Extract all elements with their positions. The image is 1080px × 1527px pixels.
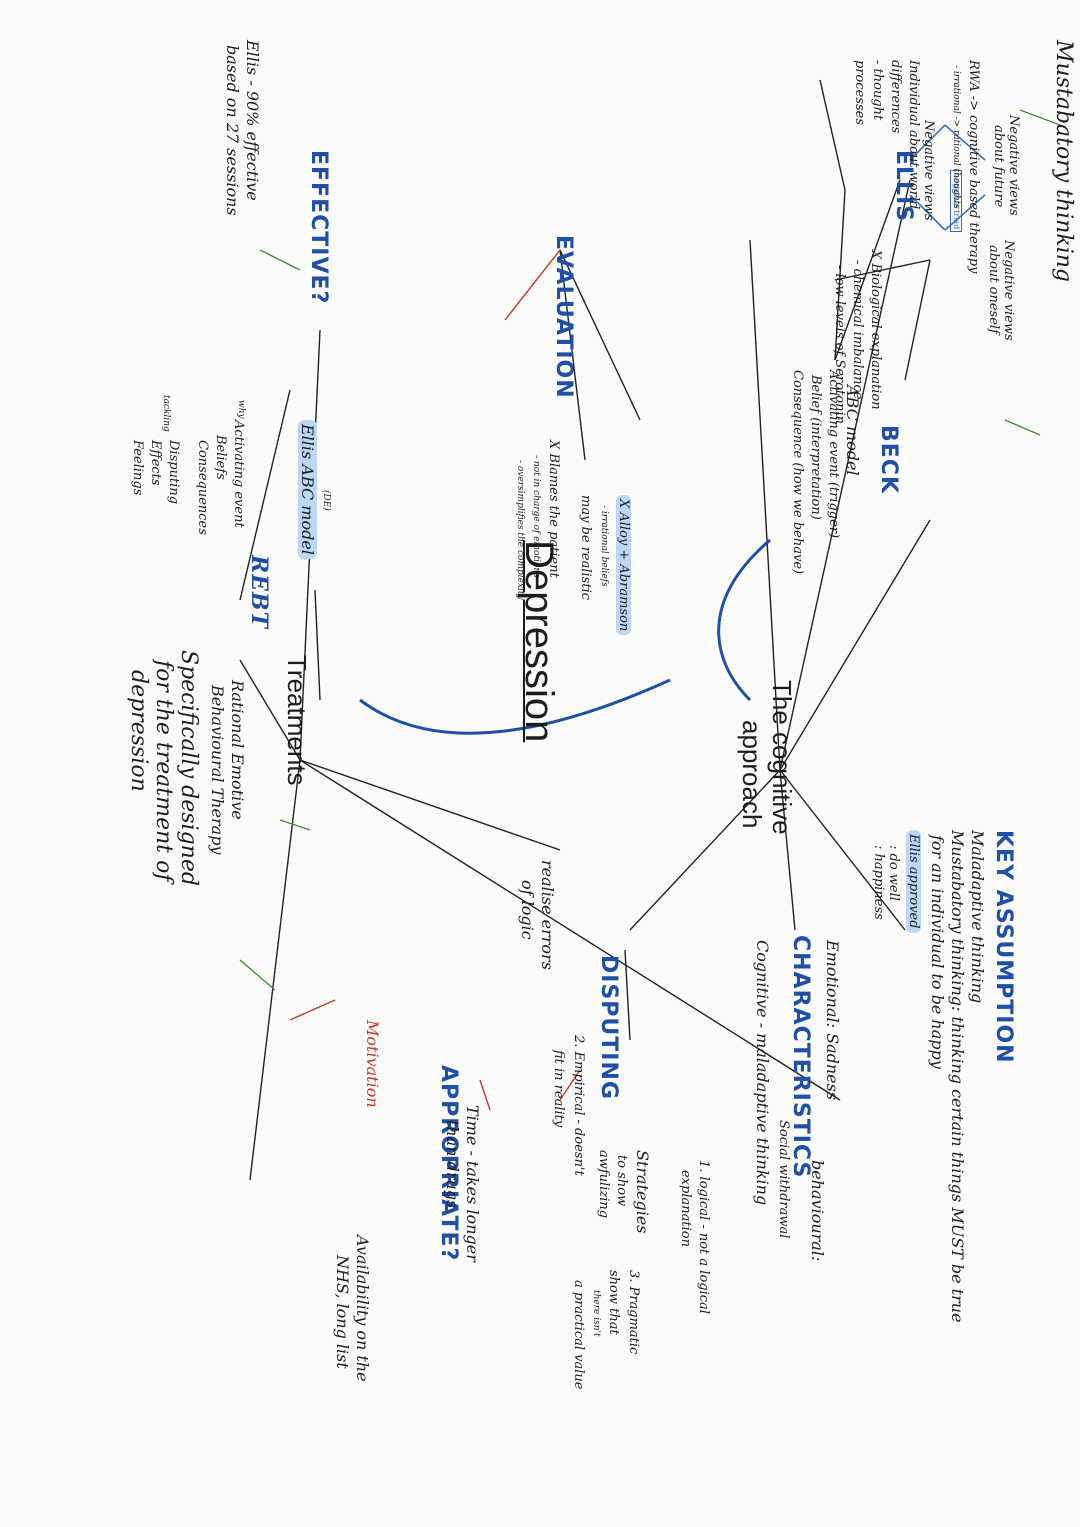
appropriate-motivation: Motivation [363, 1020, 382, 1108]
treat-tackling: tackling [161, 395, 171, 432]
key-assumption-line3: for an individual to be happy [928, 835, 947, 1069]
disputing-empirical-2: fit in reality [551, 1050, 566, 1128]
beck-world-2: about world [906, 130, 921, 210]
disputing-heading: DISPUTING [596, 955, 621, 1100]
treat-d: Disputing [166, 440, 181, 505]
disputing-empirical-1: 2. Empirical - doesn't [571, 1035, 586, 1176]
treat-ellis-abc: Ellis ABC model [298, 420, 317, 559]
eval-indiv-2: differences [888, 60, 903, 134]
disputing-to-show: to show [614, 1155, 629, 1207]
treat-spec-3: depression [126, 670, 151, 792]
effective-ellis-1: Ellis - 90% effective [243, 40, 262, 201]
disputing-of-logic: of logic [518, 880, 537, 940]
beck-self-1: Negative views [1001, 240, 1016, 341]
key-assumption-line5: : do well [886, 845, 901, 901]
treat-rebt-full-1: Rational Emotive [228, 680, 247, 820]
beck-future-1: Negative views [1006, 115, 1021, 216]
eval-blames-1: X Blames the patient [546, 440, 561, 578]
eval-indiv-1: Individual [906, 60, 921, 127]
appropriate-time-2: than drugs [443, 1120, 462, 1209]
disputing-practical: a practical value [571, 1280, 586, 1390]
eval-alloy-3: may be realistic [578, 495, 593, 601]
center-title: The cognitive [767, 680, 797, 835]
char-emotional: Emotional: Sadness [823, 940, 842, 1101]
treat-abcde: (DE) [321, 490, 331, 511]
treat-a: Activating event [231, 420, 246, 528]
eval-alloy: X Alloy + Abramson [616, 495, 631, 636]
disputing-realise: realise errors [538, 860, 557, 970]
treat-spec-2: for the treatment of [151, 660, 176, 882]
disputing-there-isnt: there isn't [591, 1290, 601, 1337]
eval-rwa-2: - irrational -> rational thoughts [951, 65, 961, 209]
eval-indiv-3: - thought [870, 60, 885, 121]
treat-c: Consequences [195, 440, 210, 535]
beck-heading: BECK [876, 425, 901, 494]
key-assumption-line4: Ellis approved [906, 830, 921, 933]
disputing-logical-1: 1. logical - not a logical [696, 1160, 711, 1314]
beck-self-2: about oneself [986, 245, 1001, 334]
ellis-top-title: Mustabatory thinking [1051, 40, 1076, 282]
eval-blames-2: - not in charge of emotions [531, 455, 541, 578]
char-social: Social withdrawal [776, 1120, 791, 1239]
appropriate-time-1: Time - takes longer [463, 1105, 482, 1262]
disputing-logical-2: explanation [678, 1170, 693, 1247]
eval-bio-2: - chemical imbalance [850, 260, 865, 400]
beck-future-2: about future [991, 125, 1006, 208]
eval-blames-3: - oversimplifies the complexity [515, 460, 525, 600]
key-assumption-line6: : happiness [871, 845, 886, 920]
disputing-awfulizing: awfulizing [596, 1150, 611, 1219]
char-cognitive: Cognitive - maladaptive thinking [753, 940, 772, 1206]
treat-b: Beliefs [213, 435, 228, 480]
evaluation-heading: EVALUATION [551, 235, 576, 399]
key-assumption-heading: KEY ASSUMPTION [991, 830, 1016, 1064]
ellis-abc-highlight: Ellis ABC model [298, 420, 317, 559]
treat-f: Feelings [130, 440, 145, 496]
char-behavioural: behavioural: [808, 1160, 827, 1262]
treat-why: why [236, 400, 246, 419]
disputing-pragmatic: 3. Pragmatic [626, 1270, 641, 1355]
effective-heading: EFFECTIVE? [306, 150, 331, 305]
treatments-title: Treatments [282, 655, 312, 786]
characteristics-heading: CHARACTERISTICS [788, 935, 813, 1179]
treat-e: Effects [148, 440, 163, 486]
ellis-highlight: Ellis approved [906, 830, 921, 933]
ellis-b: Belief (interpretation) [808, 375, 823, 520]
alloy-highlight: X Alloy + Abramson [616, 495, 631, 636]
eval-bio-3: - low levels of Serotonin [832, 265, 847, 424]
appropriate-avail-2: NHS, long list [333, 1255, 352, 1369]
eval-bio-1: X Biological explanation [868, 250, 883, 410]
appropriate-avail-1: Availability on the [353, 1235, 372, 1382]
disputing-strategies: Strategies [633, 1150, 652, 1234]
ellis-c: Consequence (how we behave) [790, 370, 805, 575]
beck-world-1: Negative views [921, 120, 936, 221]
key-assumption-line1: Maladaptive thinking [968, 830, 987, 1004]
treat-rebt: REBT [246, 555, 272, 630]
center-subtitle: approach [737, 720, 767, 829]
disputing-show-that: show that [606, 1270, 621, 1335]
eval-alloy-2: - irrational beliefs [599, 505, 609, 587]
key-assumption-line2: Mustabatory thinking: thinking certain t… [948, 830, 967, 1323]
eval-indiv-4: processes [852, 60, 867, 126]
effective-ellis-2: based on 27 sessions [223, 45, 242, 216]
eval-rwa: RWA -> cognitive based therapy [966, 60, 981, 274]
treat-spec-1: Specifically designed [176, 650, 201, 886]
treat-rebt-full-2: Behavioural Therapy [208, 685, 227, 855]
